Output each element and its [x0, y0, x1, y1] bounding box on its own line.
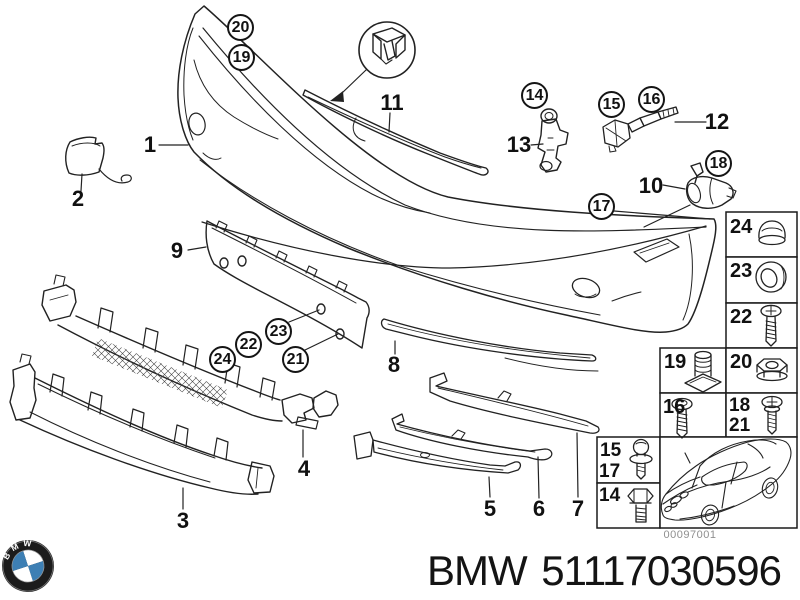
legend-number-17: 17 [599, 461, 621, 482]
flange-nut-icon [756, 358, 788, 382]
callout-13: 13 [506, 132, 532, 157]
part-number-text: 51117030596 [541, 547, 782, 594]
part-drawing-trim-strip-8 [380, 318, 597, 362]
callout-7: 7 [571, 496, 585, 521]
part-drawing-trim-strip-7 [429, 372, 600, 434]
callout-2: 2 [71, 186, 85, 211]
part-number-title: BMW 51117030596 [410, 547, 798, 595]
legend-number-20: 20 [730, 351, 753, 373]
phillips-screw-icon [760, 304, 782, 347]
stud-washer-icon [629, 438, 653, 480]
part-drawing-support-bracket-13 [537, 108, 569, 173]
part-drawing-washer-jet-12 [602, 106, 679, 153]
grommet-icon [755, 261, 787, 293]
cover-cap-icon [758, 220, 786, 246]
callout-circle-15: 15 [598, 91, 625, 118]
legend-table [596, 211, 798, 529]
callout-circle-14: 14 [521, 82, 548, 109]
bmw-logo: BMW [0, 534, 54, 592]
part-drawing-license-plate-base-9 [205, 220, 370, 349]
callout-4: 4 [297, 456, 311, 481]
callout-circle-20: 20 [227, 14, 254, 41]
legend-cell-20 [725, 347, 798, 394]
long-screw-icon [761, 395, 783, 435]
callout-circle-24: 24 [209, 346, 236, 373]
part-drawing-trim-strip-6 [391, 413, 553, 461]
part-drawing-trim-strip-11 [302, 89, 489, 176]
brand-text: BMW [426, 547, 528, 594]
callout-8: 8 [387, 352, 401, 377]
legend-number-18: 18 [729, 395, 751, 416]
legend-number-14: 14 [599, 485, 621, 506]
legend-number-24: 24 [730, 216, 753, 238]
callout-6: 6 [532, 496, 546, 521]
car-reference-icon [660, 438, 792, 526]
part-drawing-lower-grille-3 [9, 353, 275, 495]
callout-circle-21: 21 [282, 346, 309, 373]
legend-number-23: 23 [730, 260, 753, 282]
callout-12: 12 [704, 109, 730, 134]
callout-5: 5 [483, 496, 497, 521]
part-drawing-upper-grille-4 [41, 274, 339, 430]
callout-circle-23: 23 [265, 318, 292, 345]
legend-number-16: 16 [663, 396, 686, 418]
legend-number-21: 21 [729, 415, 751, 436]
callout-circle-22: 22 [235, 331, 262, 358]
legend-number-15: 15 [600, 440, 622, 461]
legend-cell-14 [596, 482, 661, 529]
part-drawing-trim-strip-5 [353, 431, 522, 474]
clip-detail-inset [330, 21, 416, 102]
washer-screw-icon [671, 397, 693, 439]
legend-number-22: 22 [730, 306, 753, 328]
callout-circle-18: 18 [705, 150, 732, 177]
expansion-rivet-icon [684, 350, 722, 393]
leader-lines [80, 112, 711, 510]
callout-10: 10 [638, 173, 664, 198]
callout-circle-19: 19 [228, 44, 255, 71]
callout-circle-16: 16 [638, 86, 665, 113]
part-drawing-washer-pump-10 [685, 162, 737, 209]
legend-number-19: 19 [664, 351, 687, 373]
hex-bolt-icon [627, 488, 654, 523]
callout-3: 3 [176, 508, 190, 533]
callout-11: 11 [380, 90, 404, 115]
drawing-number: 00097001 [663, 529, 717, 541]
part-drawing-tow-hook-cover [65, 136, 132, 184]
callout-1: 1 [143, 132, 157, 157]
callout-circle-17: 17 [588, 193, 615, 220]
part-drawing-bumper-cover [177, 5, 717, 372]
callout-9: 9 [170, 238, 184, 263]
